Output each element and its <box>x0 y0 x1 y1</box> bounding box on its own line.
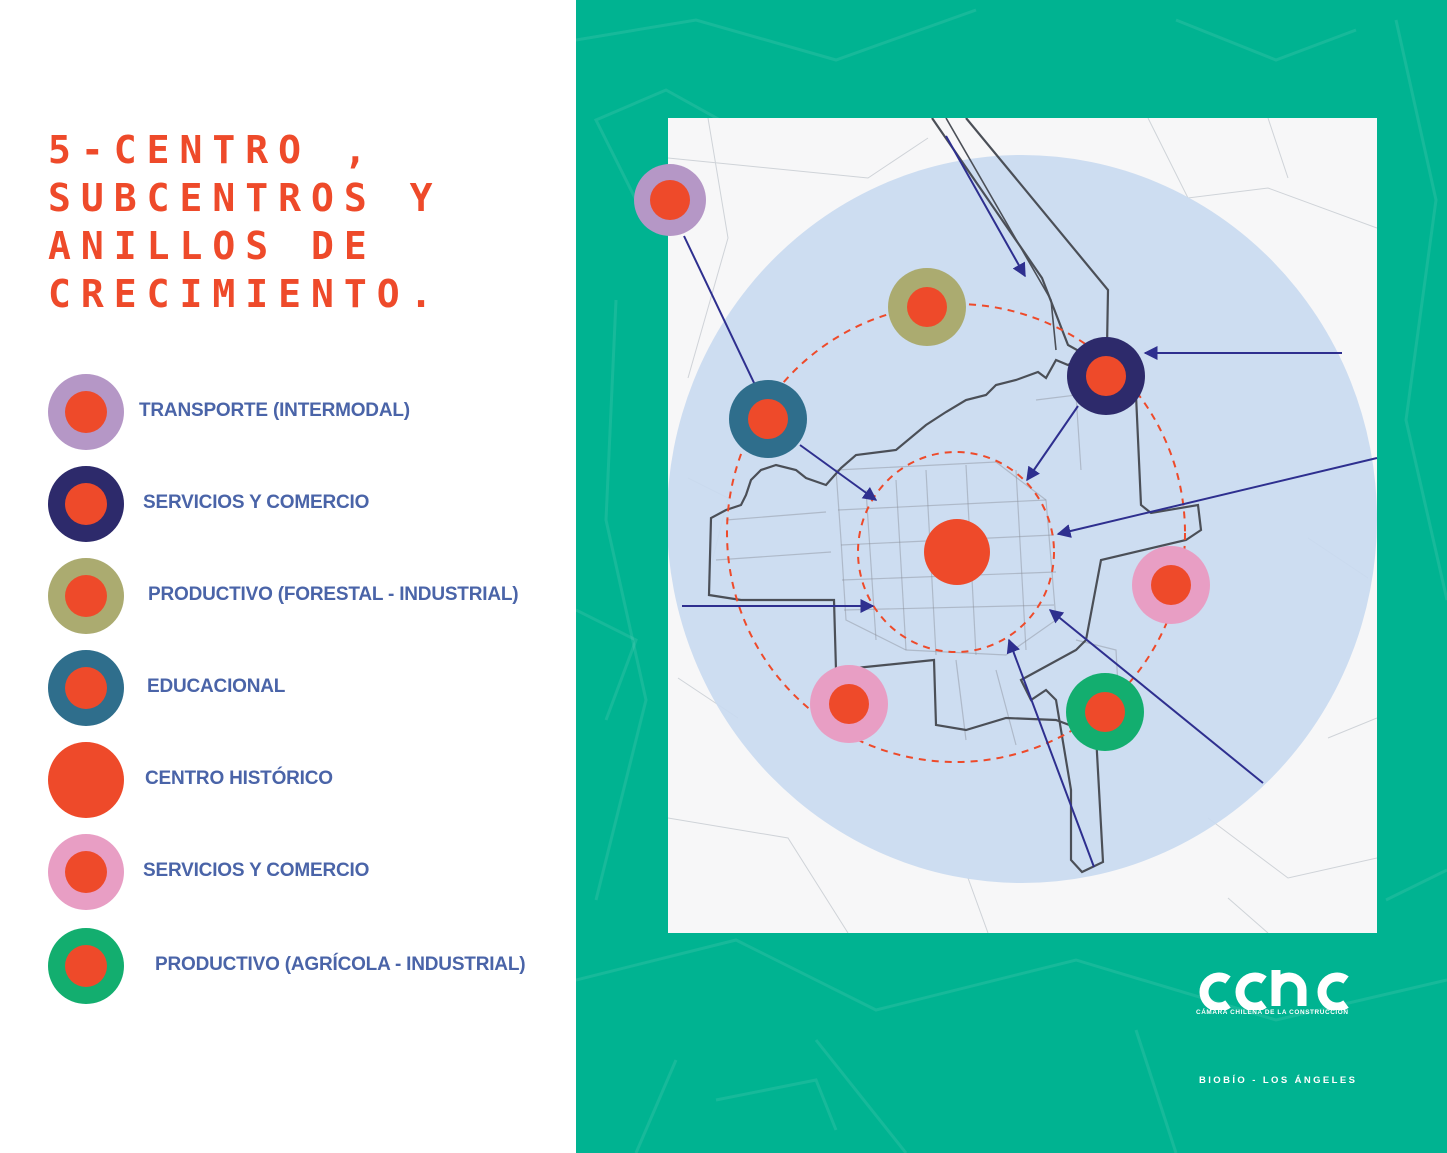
centro-historico-swatch <box>48 742 124 818</box>
node-productivo-forestal <box>888 268 966 346</box>
urban-limit-outline <box>707 118 1203 874</box>
legend-panel: 5-CENTRO , SUBCENTROS Y ANILLOS DE CRECI… <box>0 0 576 1153</box>
legend-label: TRANSPORTE (INTERMODAL) <box>139 400 410 421</box>
region-label: BIOBÍO - LOS ÁNGELES <box>1199 1075 1358 1086</box>
cchc-logo: CÁMARA CHILENA DE LA CONSTRUCCIÓN <box>1196 966 1358 1016</box>
cchc-logo-mark <box>1199 970 1349 1010</box>
node-servicios-comercio-navy <box>1067 337 1145 415</box>
node-transporte <box>634 164 706 236</box>
node-servicios-comercio-pink-east <box>1132 546 1210 624</box>
node-servicios-comercio-pink-southwest <box>810 665 888 743</box>
center-dot <box>65 575 107 617</box>
center-dot <box>65 391 107 433</box>
center-dot <box>65 483 107 525</box>
legend-label: SERVICIOS Y COMERCIO <box>143 492 370 513</box>
node-productivo-agricola <box>1066 673 1144 751</box>
logo-subtitle: CÁMARA CHILENA DE LA CONSTRUCCIÓN <box>1196 1009 1349 1016</box>
background-street-pattern <box>576 8 1447 1153</box>
node-educacional <box>729 380 807 458</box>
growth-rings-diagram <box>634 118 1378 883</box>
center-dot <box>65 667 107 709</box>
inner-growth-ring <box>857 451 1055 653</box>
legend-label: SERVICIOS Y COMERCIO <box>143 860 370 881</box>
node-centro-historico <box>924 519 990 585</box>
center-dot <box>65 945 107 987</box>
flow-arrows <box>682 135 1378 868</box>
growth-area-circle <box>668 155 1377 883</box>
highway-corridor <box>945 118 1057 351</box>
outer-growth-ring <box>726 303 1186 763</box>
legend-label: CENTRO HISTÓRICO <box>145 768 333 789</box>
faint-street-grid <box>668 118 1377 933</box>
page-title: 5-CENTRO , SUBCENTROS Y ANILLOS DE CRECI… <box>48 128 443 316</box>
center-dot <box>65 851 107 893</box>
legend-label: EDUCACIONAL <box>147 676 286 697</box>
legend-label: PRODUCTIVO (AGRÍCOLA - INDUSTRIAL) <box>155 954 526 975</box>
legend-label: PRODUCTIVO (FORESTAL - INDUSTRIAL) <box>148 584 519 605</box>
